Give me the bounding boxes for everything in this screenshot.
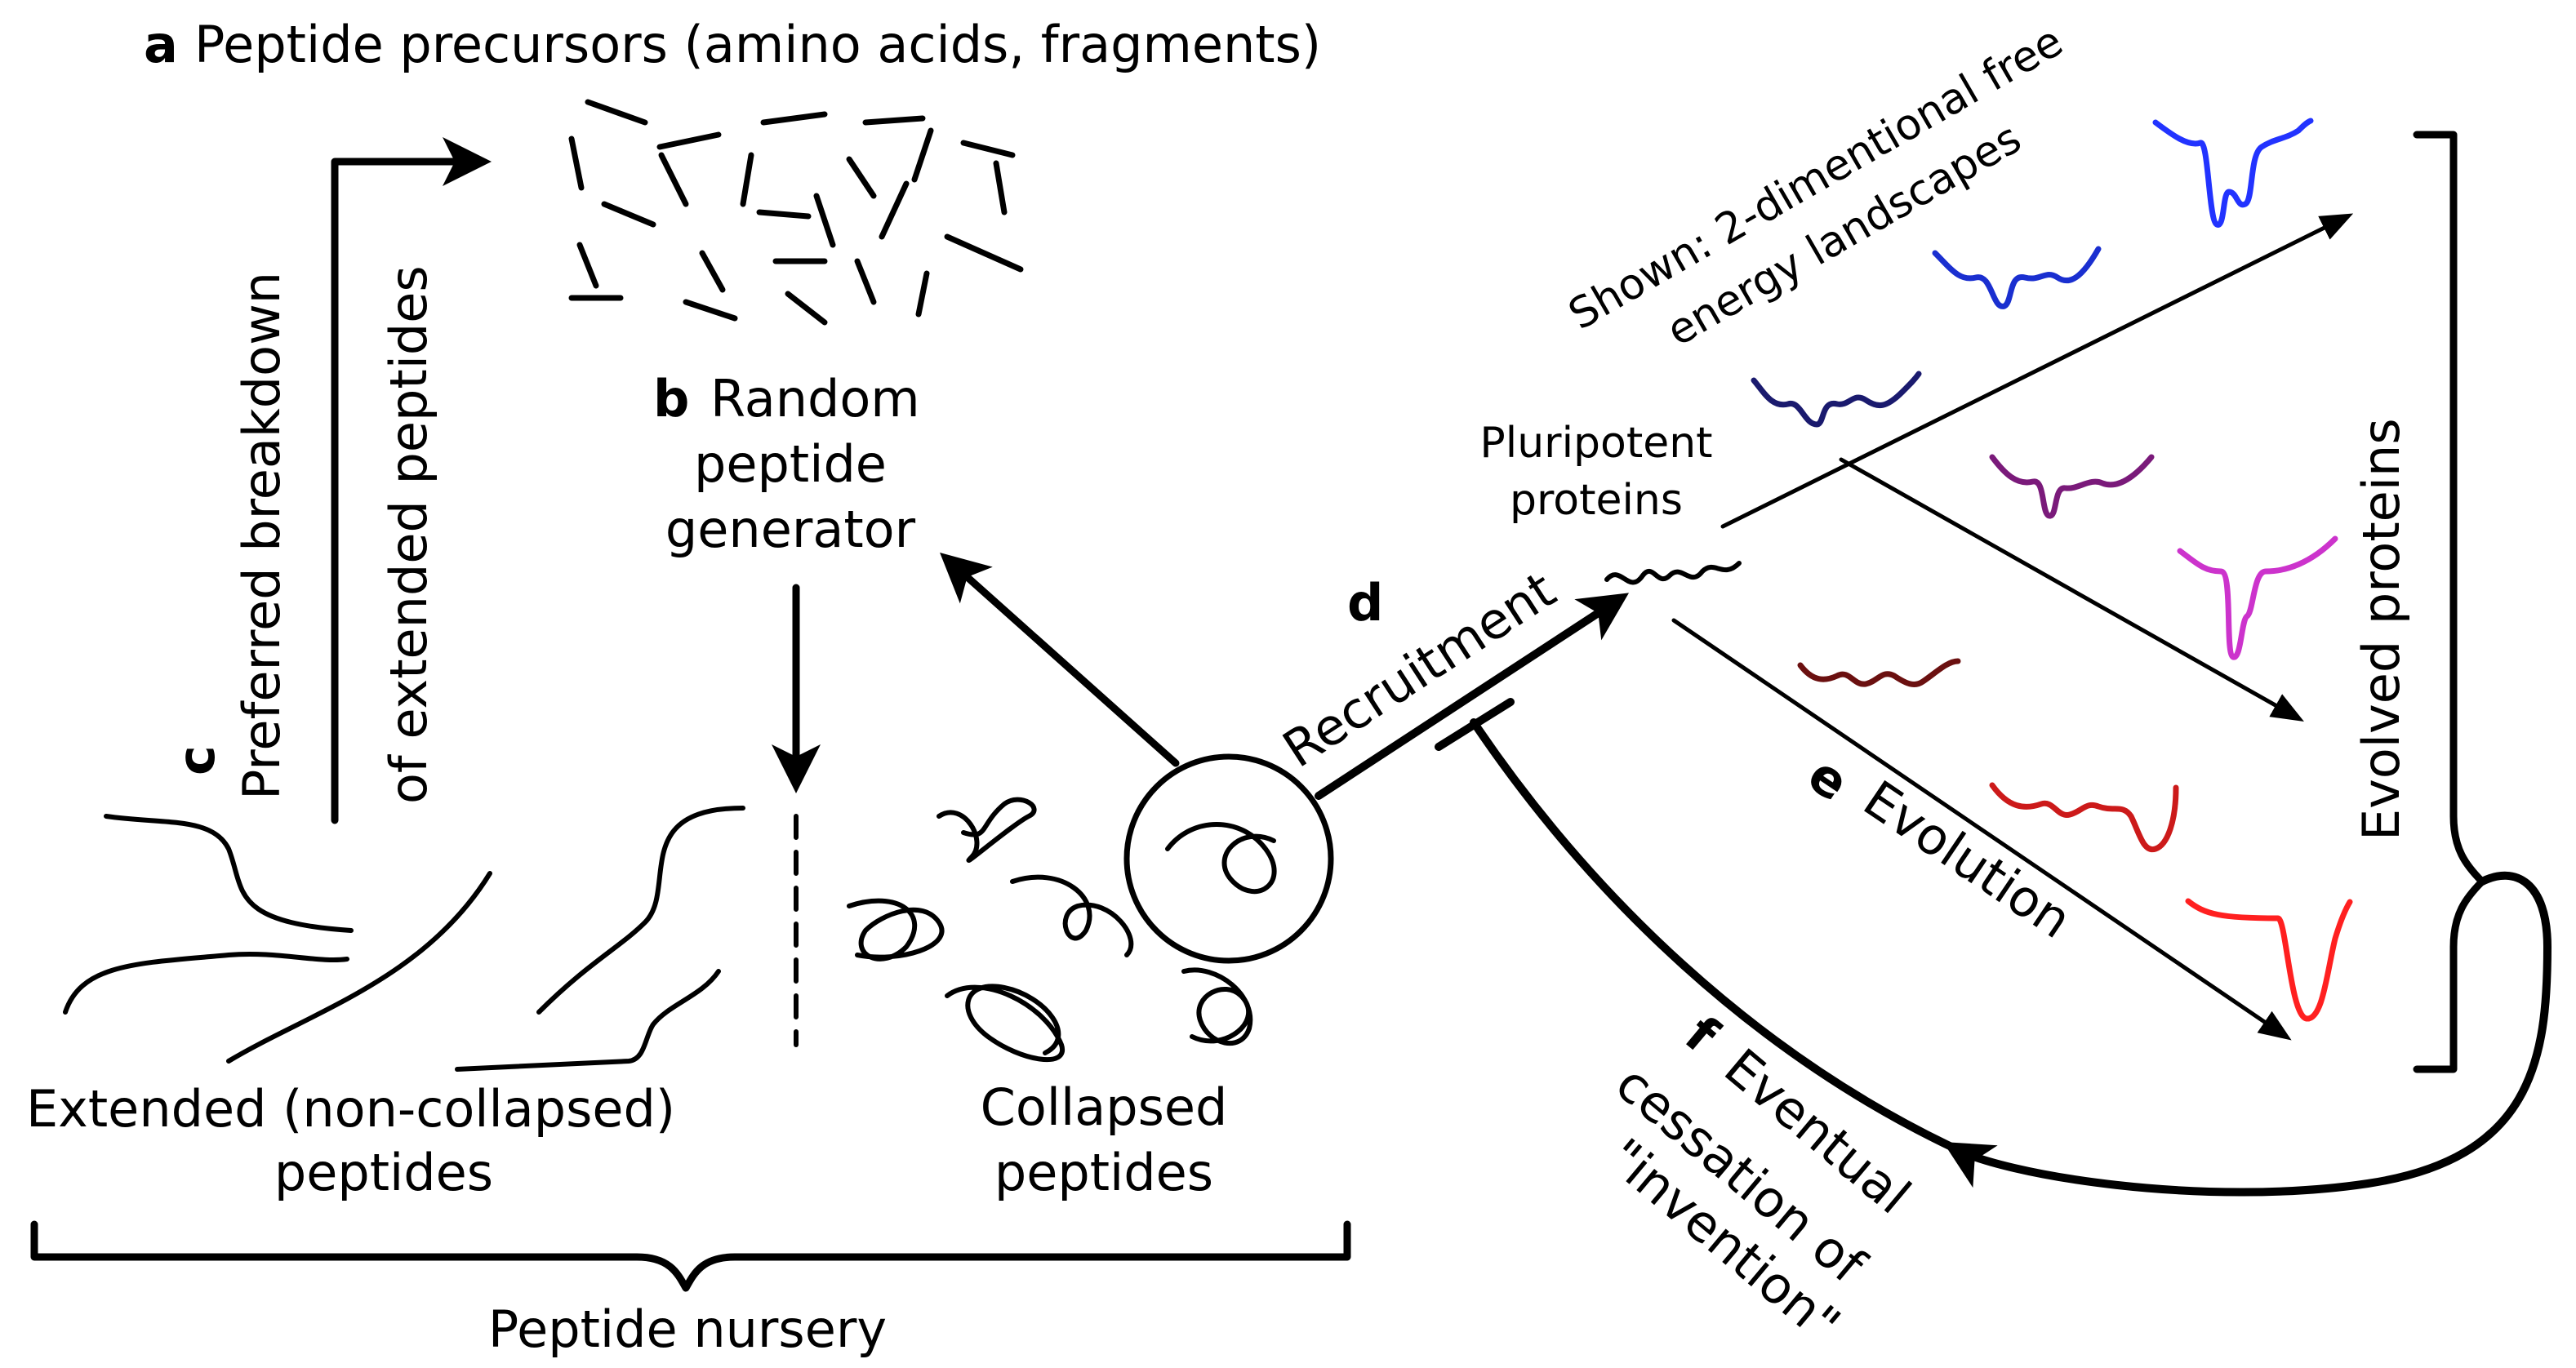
label-d-letter: d (1347, 573, 1383, 633)
label-collapsed-line2: peptides (994, 1143, 1213, 1202)
label-c-line1: Preferred breakdown (232, 272, 291, 800)
landscape-red-mid (1989, 782, 2179, 853)
label-pluripotent-line1: Pluripotent (1479, 419, 1712, 468)
precursor-fragments (568, 99, 1024, 326)
landscape-navy (1751, 371, 1922, 428)
arrow-tree-middle (1839, 457, 2304, 722)
arrow-tree-lower (1671, 618, 2292, 1041)
landscape-magenta (2177, 535, 2338, 660)
label-e-letter: e (1798, 744, 1860, 813)
label-extended-line1: Extended (non-collapsed) (26, 1079, 675, 1139)
label-f-letter: f (1674, 1005, 1729, 1065)
landscape-blue-mid (1932, 246, 2102, 309)
landscape-maroon (1797, 658, 1961, 687)
label-extended-line2: peptides (274, 1143, 493, 1202)
nursery-bracket (30, 1220, 1351, 1292)
arrow-loop-to-cessation (1942, 871, 2552, 1197)
landscape-blue-top (2152, 118, 2314, 228)
label-b-letter: b (653, 369, 689, 429)
extended-peptides (63, 806, 745, 1072)
energy-landscapes (1751, 118, 2353, 1022)
label-e-text: Evolution (1853, 769, 2082, 950)
label-evolved: Evolved proteins (2351, 418, 2411, 841)
inhibition-line (1470, 718, 1955, 1151)
landscape-purple-dark (1989, 454, 2155, 519)
label-d-text: Recruitment (1272, 560, 1565, 779)
arrow-recruitment (1315, 593, 1630, 800)
label-pluripotent-line2: proteins (1510, 476, 1683, 525)
pluripotent-protein-squiggle (1604, 561, 1742, 585)
arrow-collapsed-to-generator (940, 553, 1180, 767)
selected-collapsed-peptide-circle (1123, 753, 1334, 964)
label-a-letter: a (144, 15, 178, 74)
label-collapsed-line1: Collapsed (981, 1077, 1228, 1137)
label-c-line2: of extended peptides (379, 265, 438, 804)
arrow-breakdown-to-precursors (331, 137, 492, 824)
label-b-line1: Random (710, 369, 920, 429)
label-c-letter: c (167, 745, 226, 775)
arrow-tree-upper (1720, 213, 2354, 529)
label-nursery: Peptide nursery (488, 1299, 887, 1359)
inhibition-bar (1435, 698, 1515, 751)
label-b-line3: generator (665, 500, 916, 559)
evolved-bracket (2413, 131, 2486, 1073)
label-a-text: Peptide precursors (amino acids, fragmen… (194, 15, 1321, 74)
landscape-red-bright (2185, 898, 2353, 1022)
label-b-line2: peptide (694, 434, 887, 494)
collapsed-peptides (847, 797, 1277, 1063)
